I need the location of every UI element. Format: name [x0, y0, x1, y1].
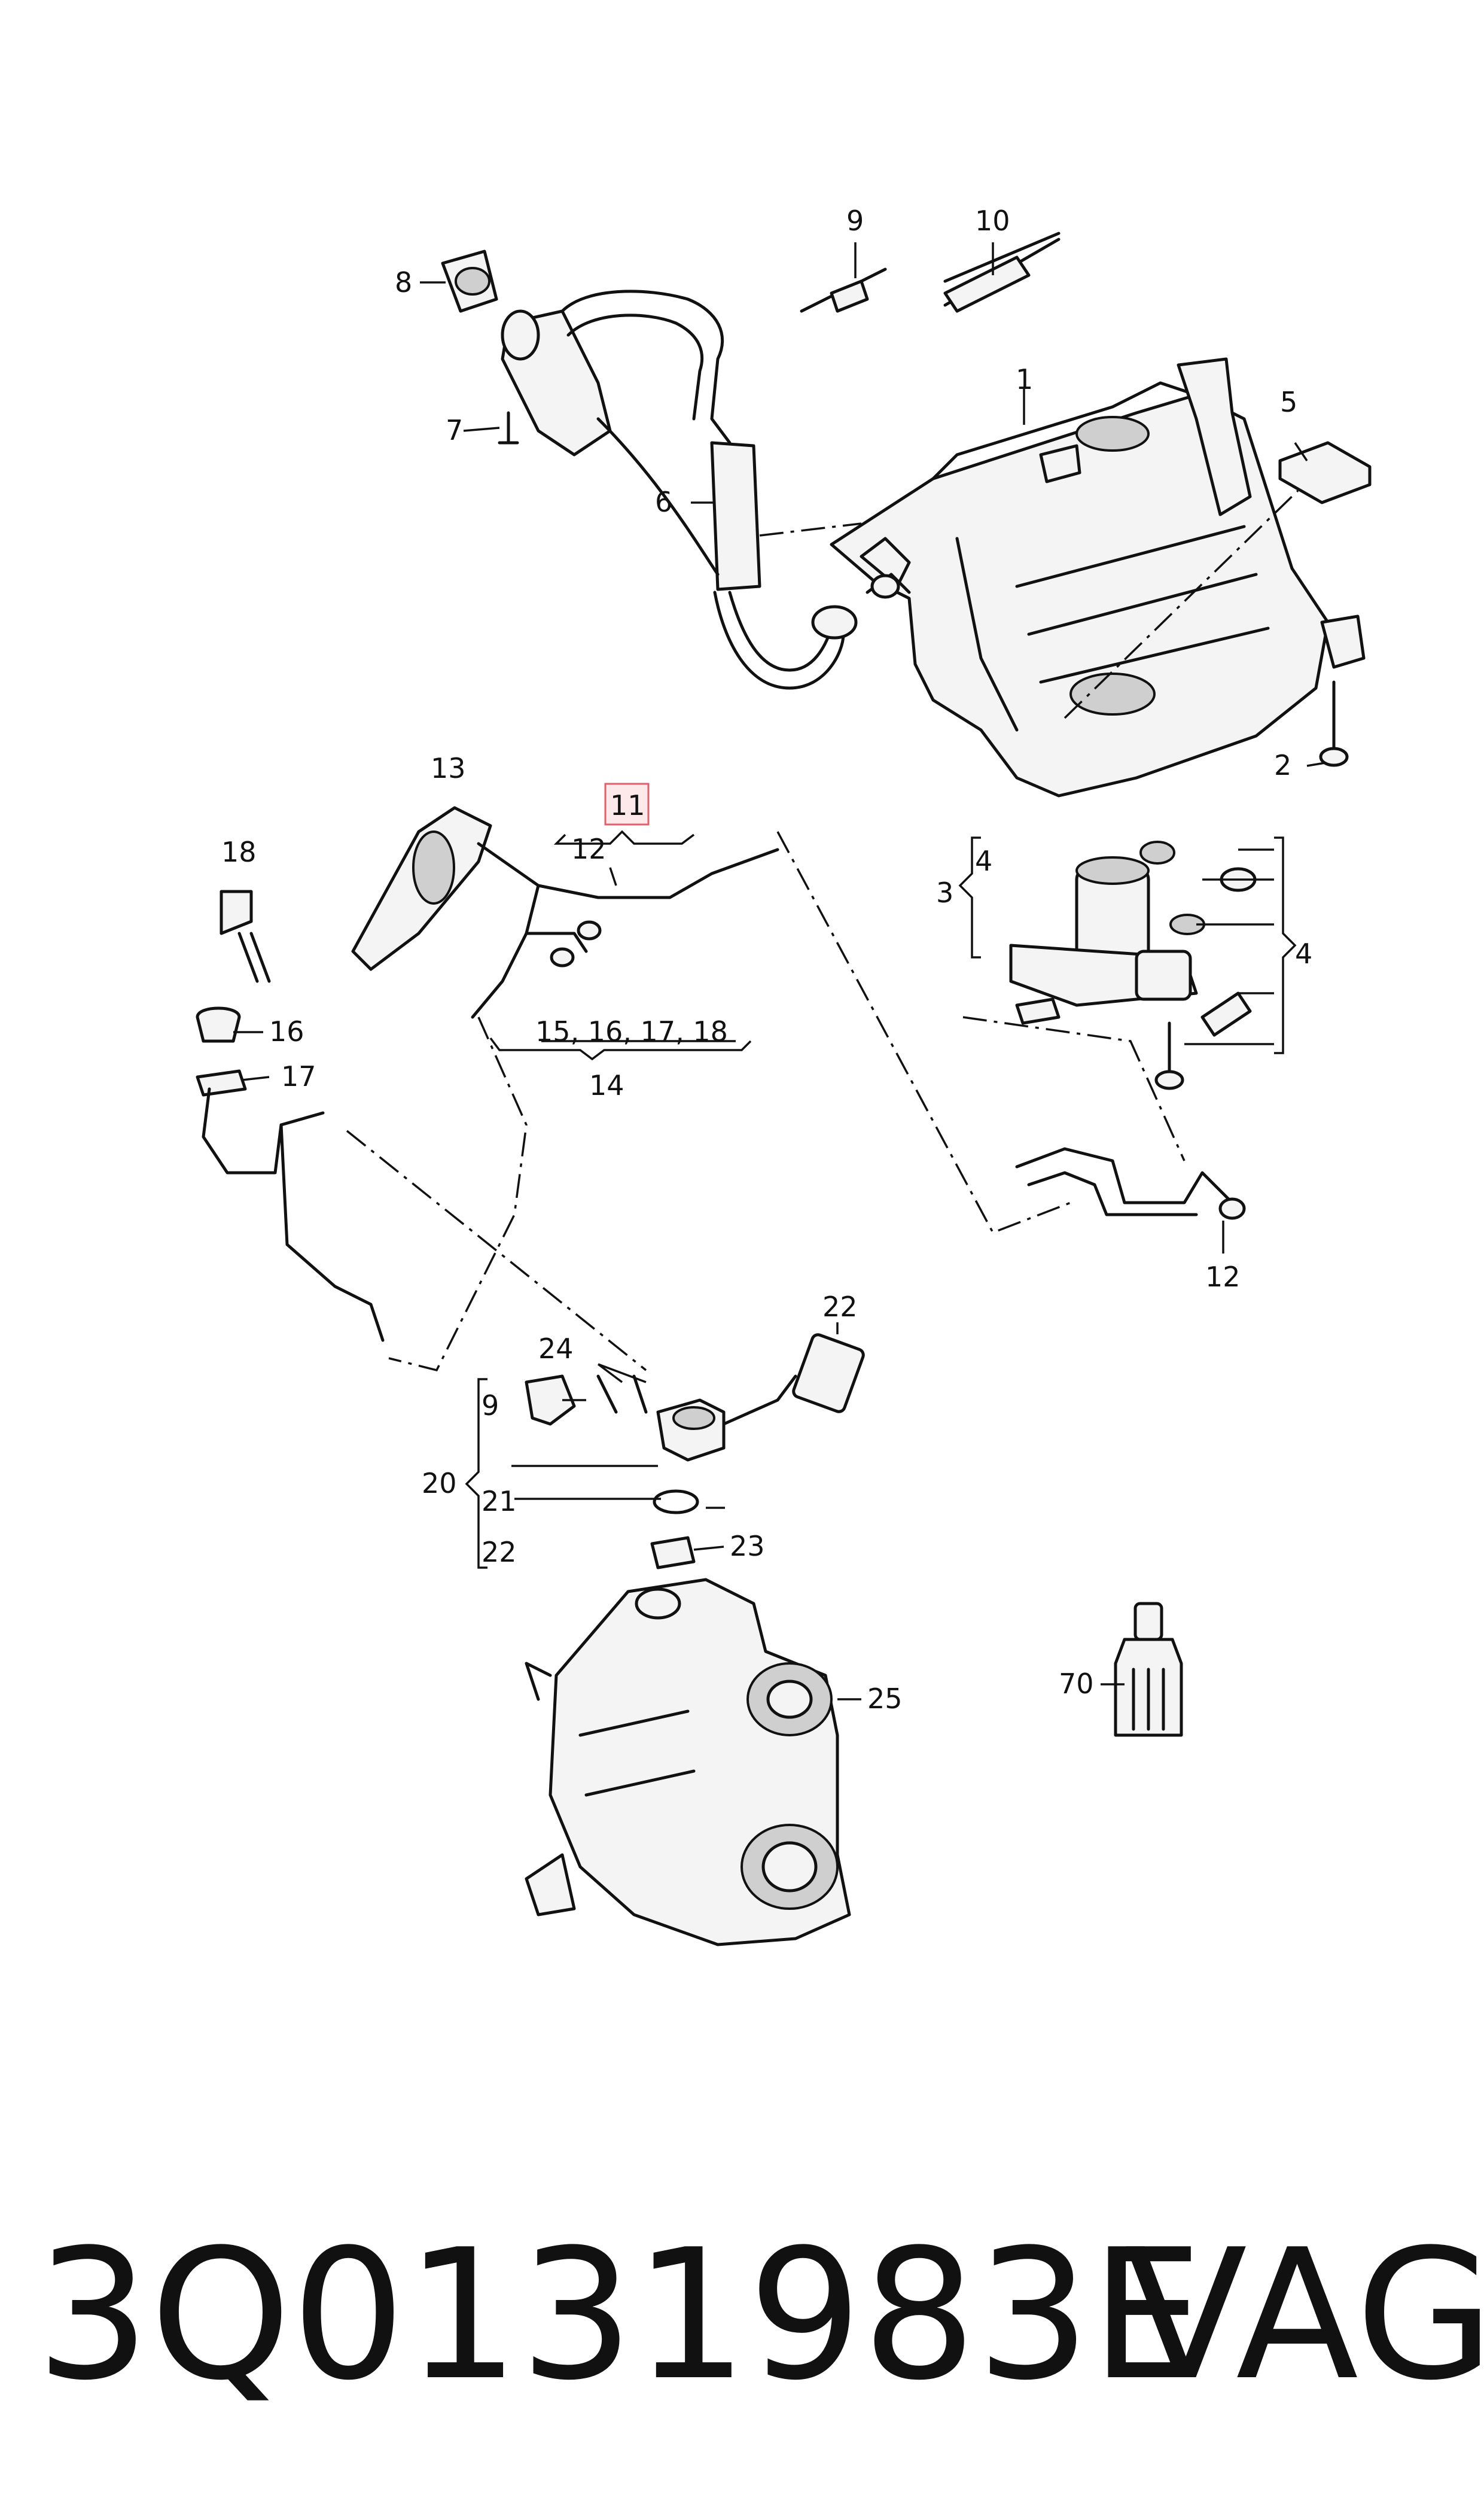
label-12-right: 12 [1205, 1261, 1241, 1293]
pump-assembly-part [1009, 841, 1257, 1090]
label-12-left: 12 [571, 833, 607, 865]
label-1: 1 [1016, 363, 1033, 396]
label-70: 70 [1059, 1668, 1094, 1700]
small-clips-16-17-18 [196, 890, 385, 1342]
label-23: 23 [730, 1530, 765, 1562]
label-17: 17 [281, 1060, 316, 1093]
label-8: 8 [395, 266, 412, 299]
label-9-top: 9 [846, 205, 864, 237]
leader-lines [233, 242, 1325, 1700]
catalytic-converter-part [525, 1578, 851, 1946]
bottle-part-70 [1114, 1602, 1183, 1737]
label-22-group: 22 [482, 1536, 517, 1568]
label-4-outer: 4 [1295, 938, 1312, 970]
label-14: 14 [589, 1069, 624, 1102]
label-25: 25 [867, 1683, 903, 1715]
label-16: 16 [269, 1015, 304, 1048]
callout-labels: 1 2 3 4 4 5 6 7 8 9 9 10 11 12 12 13 14 … [221, 205, 1312, 1715]
label-13: 13 [431, 752, 466, 784]
brand-name: VAG [1125, 2211, 1484, 2420]
fuel-tank-part [830, 357, 1366, 798]
sensor-part-5 [1278, 441, 1372, 504]
label-9-sensor: 9 [482, 1389, 499, 1422]
label-10: 10 [975, 205, 1010, 237]
part-number: 3Q0131983E [36, 2211, 1204, 2420]
bolt-part-2 [1319, 680, 1349, 767]
label-3: 3 [936, 877, 953, 909]
label-11: 11 [610, 789, 645, 822]
label-6: 6 [655, 486, 672, 518]
label-20: 20 [422, 1467, 457, 1499]
label-18: 18 [221, 836, 257, 868]
reference-lines [346, 489, 1299, 1372]
label-15-18: 15, 16, 17, 18 [535, 1015, 728, 1048]
label-22-sensor: 22 [822, 1291, 858, 1323]
filler-neck-part [441, 250, 911, 690]
label-2: 2 [1274, 749, 1291, 781]
clip-parts [800, 232, 1061, 313]
label-24: 24 [538, 1332, 574, 1365]
highlight-box-11 [604, 783, 650, 826]
label-7: 7 [446, 414, 463, 446]
wiring-harness-part [351, 806, 1246, 1220]
label-5: 5 [1280, 386, 1297, 418]
label-4-inner: 4 [975, 845, 992, 877]
label-21: 21 [482, 1485, 517, 1517]
sensor-group-part [525, 1333, 865, 1569]
